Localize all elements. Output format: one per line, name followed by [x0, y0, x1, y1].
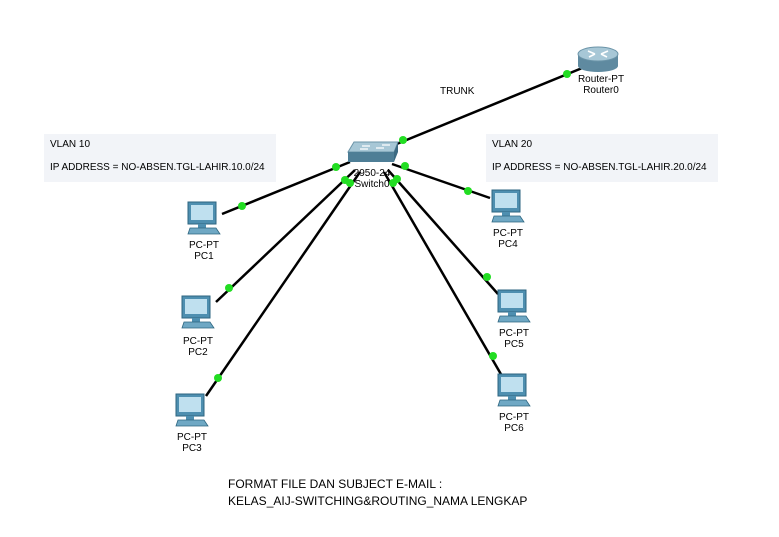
pc5-label: PC-PT PC5: [486, 328, 542, 350]
pc1-icon[interactable]: [187, 201, 221, 235]
links: [204, 62, 593, 397]
switch-label: 2950-24 Switch0: [344, 168, 400, 190]
router-name: Router0: [583, 85, 619, 96]
vlan10-note[interactable]: VLAN 10 IP ADDRESS = NO-ABSEN.TGL-LAHIR.…: [44, 134, 276, 182]
pc3-name: PC3: [182, 443, 202, 454]
pc5-model: PC-PT: [499, 328, 529, 339]
pc3-icon[interactable]: [175, 393, 209, 427]
link-switch-pc6[interactable]: [382, 171, 504, 377]
link-switch-pc4[interactable]: [391, 162, 491, 200]
footer-line2: KELAS_AIJ-SWITCHING&ROUTING_NAMA LENGKAP: [228, 494, 528, 508]
port-light: [332, 163, 340, 171]
pc6-name: PC6: [504, 423, 524, 434]
vlan10-ip: IP ADDRESS = NO-ABSEN.TGL-LAHIR.10.0/24: [50, 162, 265, 173]
port-light: [464, 187, 472, 195]
port-light: [399, 136, 407, 144]
router-icon[interactable]: [577, 46, 619, 72]
link-switch-pc3[interactable]: [204, 171, 362, 397]
vlan10-title: VLAN 10: [50, 139, 91, 150]
vlan20-title: VLAN 20: [492, 139, 533, 150]
pc1-label: PC-PT PC1: [176, 240, 232, 262]
vlan20-note[interactable]: VLAN 20 IP ADDRESS = NO-ABSEN.TGL-LAHIR.…: [486, 134, 718, 182]
port-light: [238, 202, 246, 210]
pc6-label: PC-PT PC6: [486, 412, 542, 434]
footer-note: FORMAT FILE DAN SUBJECT E-MAIL : KELAS_A…: [228, 476, 527, 510]
trunk-label: TRUNK: [440, 86, 475, 97]
pc5-name: PC5: [504, 339, 524, 350]
pc6-model: PC-PT: [499, 412, 529, 423]
pc2-name: PC2: [188, 347, 208, 358]
router-label: Router-PT Router0: [568, 74, 634, 96]
pc5-icon[interactable]: [497, 289, 531, 323]
switch-model: 2950-24: [353, 168, 391, 179]
pc2-icon[interactable]: [181, 295, 215, 329]
pc3-model: PC-PT: [177, 432, 207, 443]
switch-icon[interactable]: [347, 141, 399, 162]
router-model: Router-PT: [577, 74, 625, 85]
port-light: [483, 273, 491, 281]
port-light: [214, 374, 222, 382]
port-lights: [214, 70, 571, 382]
pc3-label: PC-PT PC3: [164, 432, 220, 454]
pc6-icon[interactable]: [497, 373, 531, 407]
switch-name: Switch0: [354, 179, 390, 190]
pc4-name: PC4: [498, 239, 518, 250]
pc1-name: PC1: [194, 251, 214, 262]
port-light: [346, 179, 354, 187]
port-light: [563, 70, 571, 78]
pc1-model: PC-PT: [189, 240, 219, 251]
link-switch-pc2[interactable]: [215, 169, 356, 303]
pc2-label: PC-PT PC2: [170, 336, 226, 358]
port-light: [225, 284, 233, 292]
footer-line1: FORMAT FILE DAN SUBJECT E-MAIL :: [228, 477, 443, 491]
port-light: [489, 352, 497, 360]
pc4-model: PC-PT: [493, 228, 523, 239]
link-switch-pc5[interactable]: [387, 169, 499, 295]
port-light: [401, 162, 409, 170]
pc4-label: PC-PT PC4: [480, 228, 536, 250]
pc4-icon[interactable]: [491, 189, 525, 223]
link-router-switch[interactable]: [381, 62, 593, 152]
port-light: [389, 179, 397, 187]
vlan20-ip: IP ADDRESS = NO-ABSEN.TGL-LAHIR.20.0/24: [492, 162, 707, 173]
pc2-model: PC-PT: [183, 336, 213, 347]
